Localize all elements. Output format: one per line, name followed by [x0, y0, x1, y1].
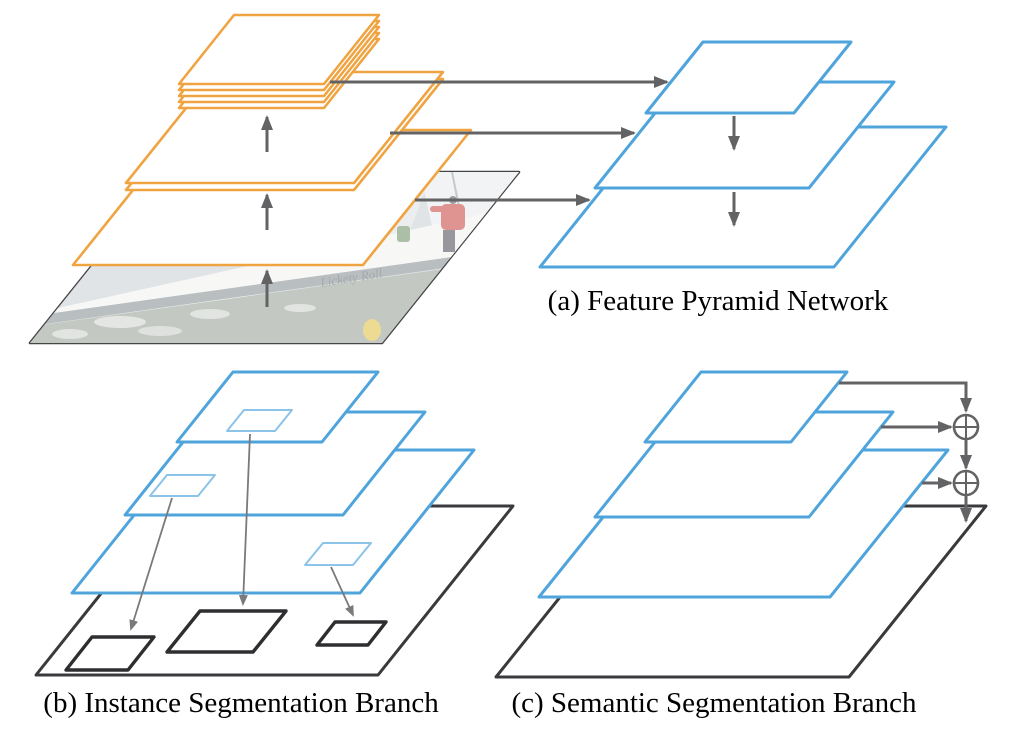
fpn-level3-layer — [644, 40, 853, 115]
semantic-merge-arrow-top — [839, 381, 972, 413]
roi-projection-arrow-3 — [330, 566, 354, 617]
sum-node-icon-2 — [952, 469, 980, 497]
instance-mask-box-left — [64, 635, 156, 672]
panel-a-caption: (a) Feature Pyramid Network — [548, 285, 889, 317]
roi-box-top — [226, 409, 293, 432]
backbone-level3-stack — [177, 13, 381, 110]
sum-node-icon-1 — [952, 413, 980, 441]
panel-feature-pyramid-network: Lickety Roll (a) Feature — [28, 13, 948, 345]
instance-pyramid-level3 — [175, 370, 380, 444]
panel-semantic-segmentation: (c) Semantic Segmentation Branch — [494, 370, 988, 719]
panel-c-caption: (c) Semantic Segmentation Branch — [511, 687, 917, 719]
instance-mask-box-center — [165, 609, 288, 654]
panel-instance-segmentation: (b) Instance Segmentation Branch — [34, 370, 515, 719]
person-red-jacket — [441, 204, 465, 230]
roi-box-bottom — [304, 542, 372, 566]
green-figure — [397, 226, 410, 242]
buoy — [363, 319, 381, 341]
roi-projection-arrow-1 — [238, 433, 251, 606]
instance-mask-box-right — [315, 620, 388, 647]
semantic-pyramid-level3 — [643, 370, 849, 444]
roi-box-middle — [149, 474, 216, 497]
panel-b-caption: (b) Instance Segmentation Branch — [43, 687, 439, 719]
roi-projection-arrow-2 — [129, 497, 173, 631]
